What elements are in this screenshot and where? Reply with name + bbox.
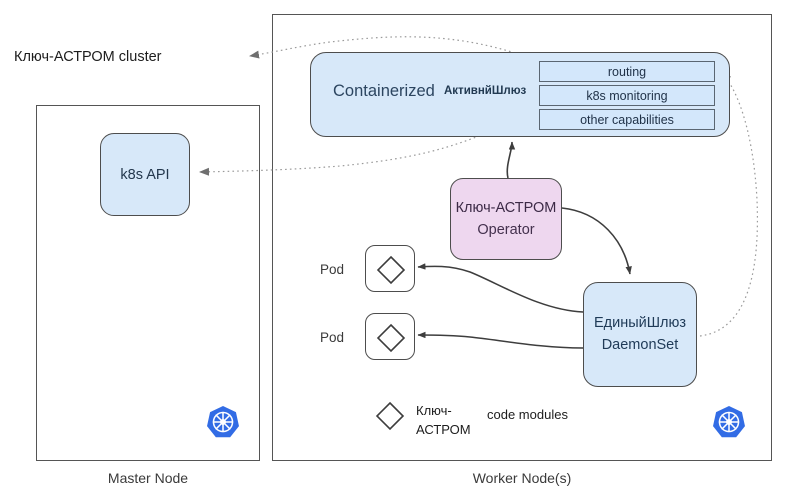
kubernetes-logo-icon: [207, 406, 239, 438]
legend-label-line2: АСТРОМ: [416, 422, 471, 437]
legend-description: code modules: [487, 407, 568, 422]
containerized-title: Containerized: [333, 82, 435, 100]
pod-box-2[interactable]: [365, 313, 415, 360]
operator-label-line1: Ключ-АСТРОМ: [455, 199, 557, 216]
diamond-icon: [376, 255, 406, 285]
containerized-gateway-box[interactable]: Containerized АктивнйШлюз routing k8s mo…: [310, 52, 730, 137]
operator-box[interactable]: Ключ-АСТРОМ Operator: [450, 178, 562, 260]
pod-label-1: Pod: [320, 262, 345, 277]
legend-label-line1: Ключ-: [416, 403, 452, 418]
diamond-icon: [376, 323, 406, 353]
containerized-subtitle: АктивнйШлюз: [444, 85, 527, 97]
kubernetes-logo-icon: [713, 406, 745, 438]
daemonset-label-line1: ЕдиныйШлюз: [593, 314, 687, 331]
cluster-label: Ключ-АСТРОМ cluster: [14, 49, 162, 65]
worker-node-caption: Worker Node(s): [472, 470, 572, 486]
daemonset-box[interactable]: ЕдиныйШлюз DaemonSet: [583, 282, 697, 387]
pod-box-1[interactable]: [365, 245, 415, 292]
daemonset-label-line2: DaemonSet: [601, 336, 679, 353]
capability-item-routing[interactable]: routing: [539, 61, 715, 82]
operator-label-line2: Operator: [477, 222, 535, 238]
k8s-api-box[interactable]: k8s API: [100, 133, 190, 216]
k8s-api-label: k8s API: [120, 166, 170, 183]
legend-diamond-icon: [375, 401, 405, 431]
capability-item-other-capabilities[interactable]: other capabilities: [539, 109, 715, 130]
pod-label-2: Pod: [320, 330, 345, 345]
capability-item-k8s-monitoring[interactable]: k8s monitoring: [539, 85, 715, 106]
master-node-caption: Master Node: [107, 470, 189, 486]
capability-list: routing k8s monitoring other capabilitie…: [539, 61, 715, 133]
